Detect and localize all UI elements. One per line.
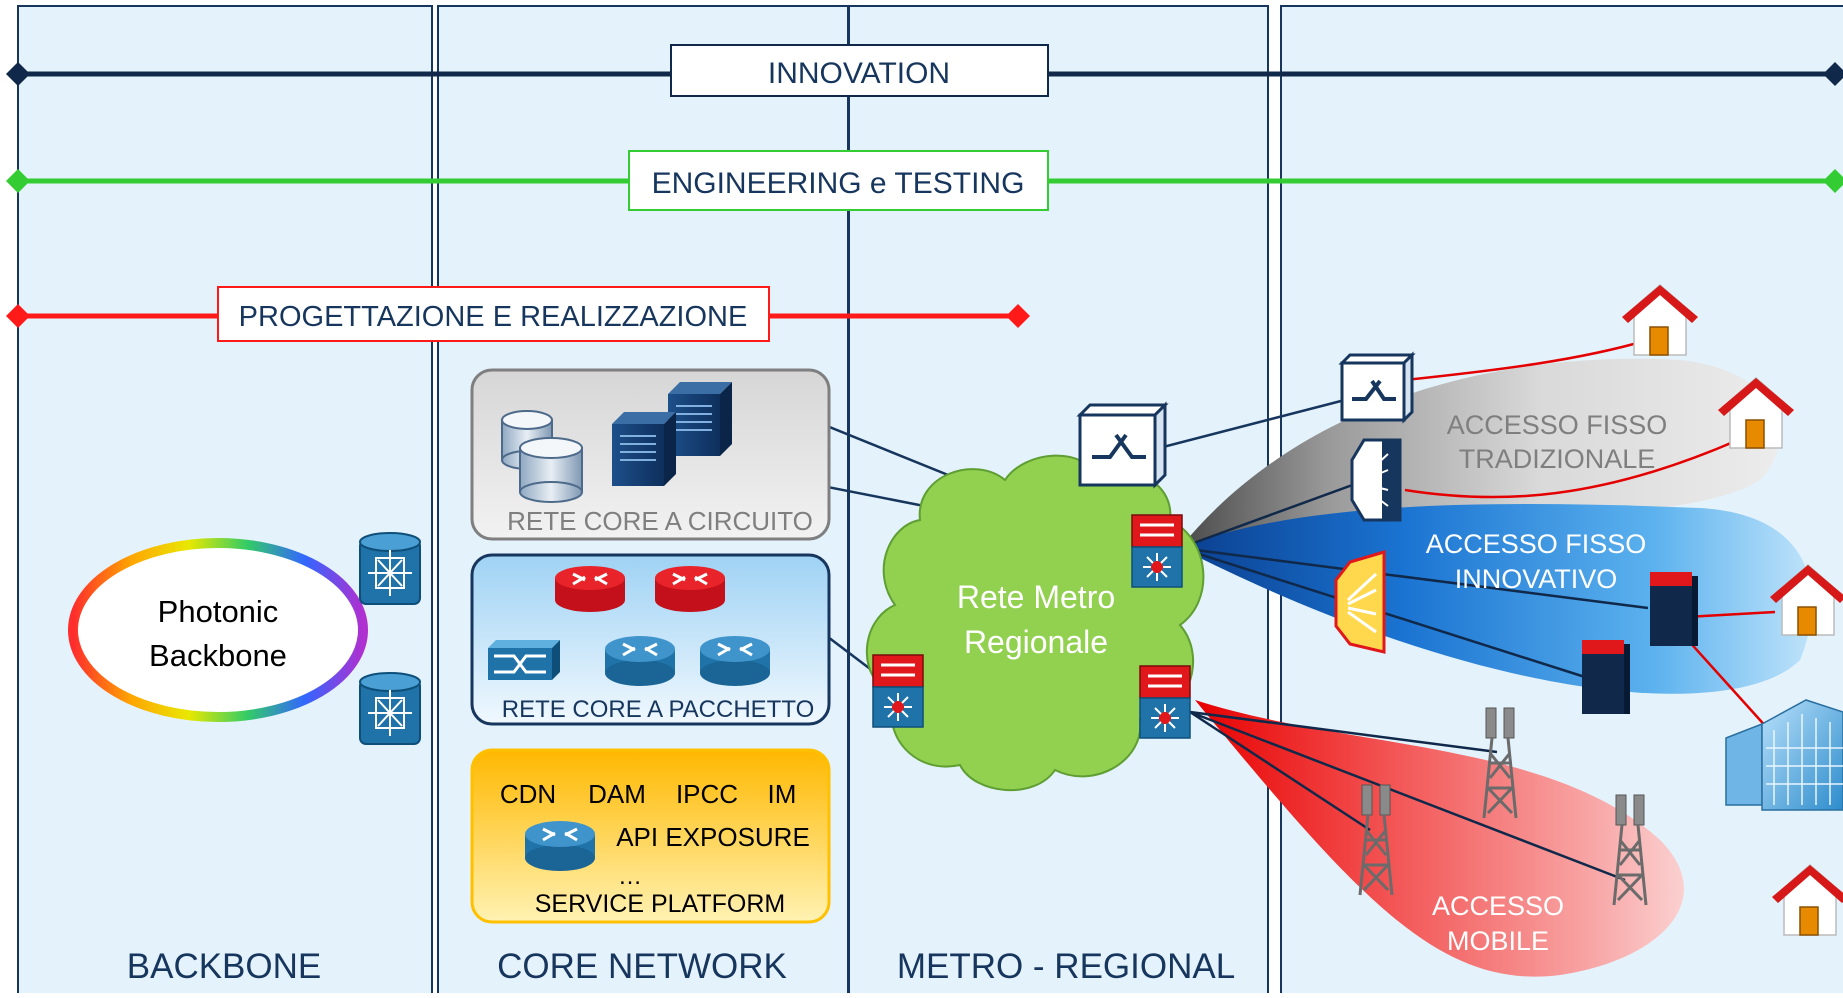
- router-icon: [605, 636, 675, 686]
- service-platform-label: SERVICE PLATFORM: [535, 890, 786, 918]
- access-labels: ACCESSO FISSO TRADIZIONALE ACCESSO FISSO…: [1426, 410, 1668, 956]
- access-mobile-line2: MOBILE: [1447, 926, 1549, 956]
- server-icon: [668, 382, 732, 456]
- splitter-icon: [1350, 438, 1402, 522]
- onu-icon: [1582, 640, 1630, 714]
- house-icon: [1622, 284, 1698, 356]
- house-icon: [1718, 377, 1794, 449]
- band-progettazione: PROGETTAZIONE E REALIZZAZIONE: [6, 286, 1030, 342]
- core-packet-label: RETE CORE A PACCHETTO: [502, 696, 815, 723]
- service-platform-box: CDN DAM IPCC IM API EXPOSURE … SERVICE P…: [470, 748, 831, 924]
- access-fixed-traditional-area: [1180, 358, 1780, 548]
- column-labels: BACKBONE CORE NETWORK METRO - REGIONAL: [127, 947, 1235, 986]
- band-progettazione-label: PROGETTAZIONE E REALIZZAZIONE: [239, 301, 748, 333]
- router-icon: [700, 636, 770, 686]
- access-mobile-line1: ACCESSO: [1432, 891, 1564, 921]
- cross-connect-icon: [1338, 351, 1416, 424]
- service-platform-item-ipcc: IPCC: [676, 779, 738, 809]
- multilayer-switch-icon: [872, 654, 924, 728]
- core-circuit-label: RETE CORE A CIRCUITO: [507, 506, 813, 536]
- optical-switch-icon: [359, 532, 421, 605]
- band-engineering-label: ENGINEERING e TESTING: [652, 167, 1025, 200]
- photonic-backbone-ring: [68, 538, 368, 722]
- house-icon: [1770, 564, 1843, 636]
- multilayer-switch-icon: [1131, 514, 1183, 588]
- service-platform-item-dam: DAM: [588, 779, 646, 809]
- access-fixed-innovative-area: [1180, 504, 1813, 694]
- router-icon: [525, 821, 595, 871]
- splitter-icon: [1334, 549, 1386, 654]
- photonic-backbone: Photonic Backbone: [68, 538, 368, 722]
- optical-switch-icon: [359, 672, 421, 745]
- cell-tower-icon: [1358, 784, 1394, 896]
- column-core-label: CORE NETWORK: [497, 947, 787, 986]
- office-building-icon: [1725, 699, 1843, 811]
- database-icon: [519, 437, 583, 503]
- access-fixed-traditional-line2: TRADIZIONALE: [1459, 444, 1656, 474]
- service-platform-item-im: IM: [768, 779, 797, 809]
- band-engineering-box: [628, 150, 1049, 211]
- house-icon: [1772, 864, 1843, 936]
- column-metro-label: METRO - REGIONAL: [897, 947, 1235, 986]
- band-innovation-box: [670, 44, 1049, 97]
- cross-connect-icon: [1076, 401, 1169, 489]
- photonic-backbone-line2: Backbone: [149, 638, 287, 673]
- band-innovation: INNOVATION: [6, 44, 1843, 97]
- band-engineering: ENGINEERING e TESTING: [6, 150, 1843, 211]
- access-fixed-innovative-line2: INNOVATIVO: [1455, 564, 1618, 594]
- optical-switch-icon: [488, 640, 560, 680]
- band-progettazione-box: [217, 286, 770, 342]
- metro-cloud-line1: Rete Metro: [957, 579, 1115, 615]
- router-icon: [655, 566, 725, 612]
- access-fixed-traditional-line1: ACCESSO FISSO: [1447, 410, 1668, 440]
- band-innovation-label: INNOVATION: [768, 57, 950, 90]
- column-backbone-panel: [17, 5, 433, 997]
- column-backbone-label: BACKBONE: [127, 947, 322, 986]
- access-mobile-area: [1195, 700, 1684, 977]
- cell-tower-icon: [1482, 707, 1518, 819]
- access-fixed-innovative-line1: ACCESSO FISSO: [1426, 529, 1647, 559]
- router-icon: [555, 566, 625, 612]
- metro-cloud-line2: Regionale: [964, 624, 1108, 660]
- cell-tower-icon: [1612, 794, 1648, 906]
- service-platform-api: API EXPOSURE: [616, 822, 810, 852]
- multilayer-switch-icon: [1139, 665, 1191, 739]
- server-icon: [612, 412, 676, 486]
- service-platform-ellipsis: …: [618, 863, 642, 890]
- service-platform-item-cdn: CDN: [500, 779, 556, 809]
- photonic-backbone-line1: Photonic: [158, 594, 279, 629]
- onu-icon: [1650, 572, 1698, 646]
